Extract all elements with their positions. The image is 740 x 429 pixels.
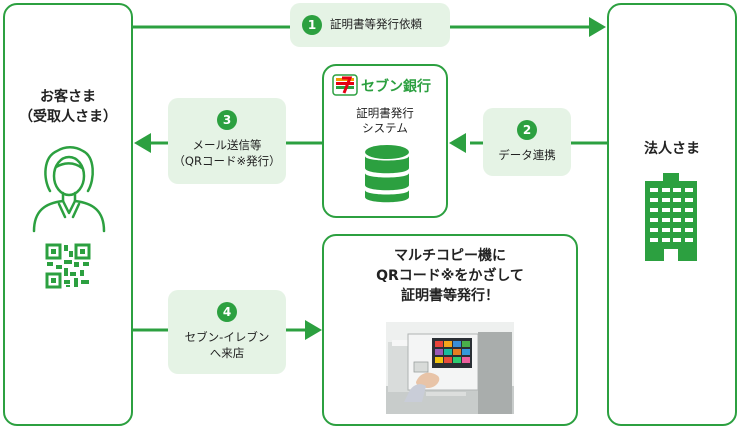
seven-bank-brand-text: セブン銀行	[361, 79, 431, 95]
arrow-mail-head	[134, 133, 151, 153]
arrow-visit-head	[305, 320, 322, 340]
step-1-label: 証明書等発行依頼	[330, 17, 422, 31]
customer-box: お客さま （受取人さま）	[3, 3, 133, 426]
multicopy-text-line2: QRコード※をかざして	[376, 268, 524, 284]
qr-code-icon	[45, 243, 91, 289]
step-4-label-line1: セブン‐イレブン	[184, 330, 270, 344]
step-4-label-line2: へ来店	[209, 346, 245, 360]
step-1-number: 1	[302, 15, 322, 35]
step-3-email: 3 メール送信等 （QRコード※発行）	[168, 98, 286, 184]
customer-person-icon	[32, 146, 106, 233]
multicopy-text-line1: マルチコピー機に	[394, 248, 506, 264]
arrow-request-head	[589, 17, 606, 37]
step-3-number: 3	[217, 110, 237, 130]
bank-system-box: セブン銀行 証明書発行 システム	[322, 64, 448, 218]
bank-system-label-line2: システム	[362, 121, 408, 135]
step-1-request: 1 証明書等発行依頼	[290, 3, 450, 47]
arrow-data-head	[449, 133, 466, 153]
multicopy-machine-photo	[386, 322, 514, 414]
office-building-icon	[645, 173, 697, 261]
database-icon	[365, 145, 409, 203]
step-3-label-line1: メール送信等	[192, 138, 262, 152]
step-3-label-line2: （QRコード※発行）	[173, 154, 281, 168]
multicopy-text-line3: 証明書等発行！	[401, 288, 499, 304]
customer-label-line1: お客さま	[40, 89, 96, 105]
step-4-store-visit: 4 セブン‐イレブン へ来店	[168, 290, 286, 374]
bank-system-label-line1: 証明書発行	[356, 106, 414, 120]
corporate-box: 法人さま	[607, 3, 737, 426]
seven-bank-logo: セブン銀行	[332, 74, 442, 96]
step-4-number: 4	[217, 302, 237, 322]
step-2-label: データ連携	[498, 148, 556, 162]
seven-logo-icon	[332, 74, 358, 96]
step-2-data-link: 2 データ連携	[483, 108, 571, 176]
customer-label-line2: （受取人さま）	[19, 109, 117, 125]
multicopy-box: マルチコピー機に QRコード※をかざして 証明書等発行！	[322, 234, 578, 426]
step-2-number: 2	[517, 120, 537, 140]
corporate-label: 法人さま	[644, 141, 700, 157]
